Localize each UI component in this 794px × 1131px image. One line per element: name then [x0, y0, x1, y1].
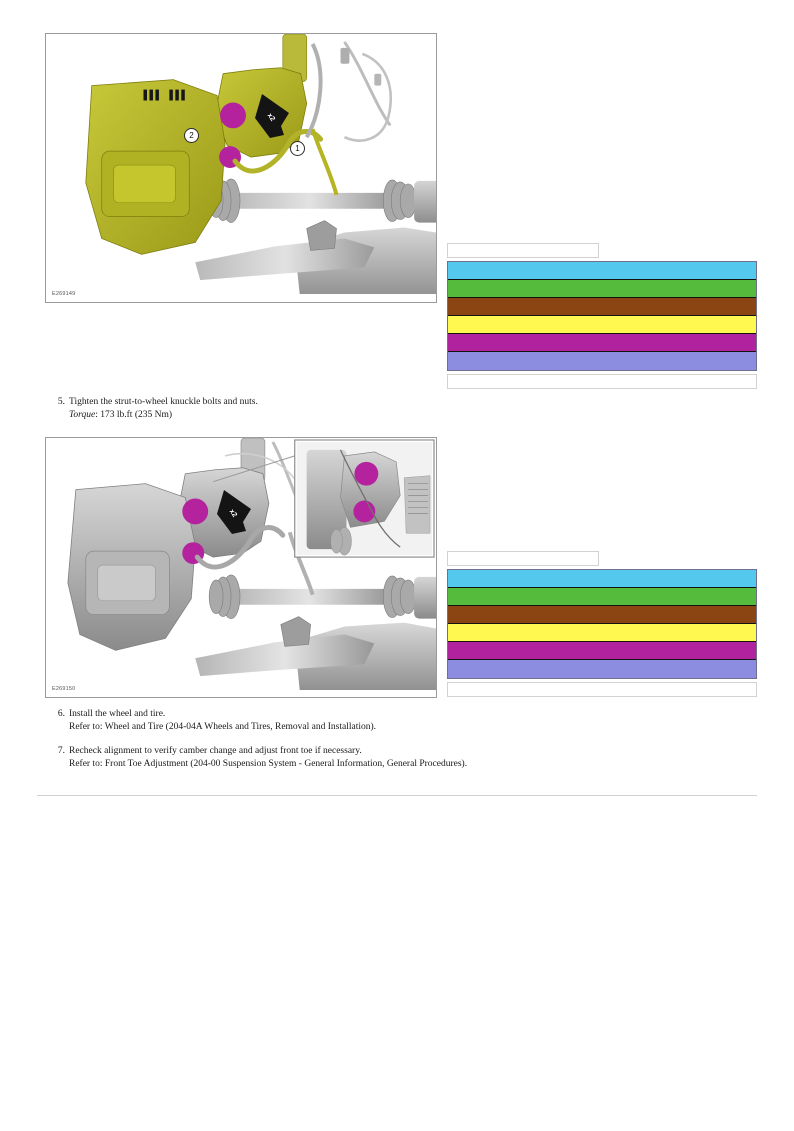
figure-2-inset	[294, 439, 435, 558]
color-key-2-bar-4[interactable]	[448, 624, 756, 642]
figure-1-callout-1: 1	[290, 141, 305, 156]
figure-1-illustration	[46, 34, 436, 302]
color-key-1-bars	[447, 261, 757, 371]
section-divider	[37, 795, 757, 796]
color-key-2-bar-1[interactable]	[448, 570, 756, 588]
figure-1-callout-2: 2	[184, 128, 199, 143]
color-key-2-bottom-field[interactable]	[447, 682, 757, 697]
step-7-number: 7.	[57, 746, 65, 757]
color-key-1-bar-1[interactable]	[448, 262, 756, 280]
step-6-number: 6.	[57, 709, 65, 719]
color-key-1-top-field[interactable]	[447, 243, 599, 258]
step-6-refer: Refer to: Wheel and Tire (204-04A Wheels…	[69, 722, 377, 733]
figure-2-id-label: E269150	[52, 686, 76, 692]
color-key-2-bar-2[interactable]	[448, 588, 756, 606]
color-key-1-bottom-field[interactable]	[447, 374, 757, 389]
color-key-2-top-field[interactable]	[447, 551, 599, 566]
figure-1-id-label: E269149	[52, 291, 76, 297]
step-5: 5. Tighten the strut-to-wheel knuckle bo…	[45, 396, 745, 422]
step-5-text: Tighten the strut-to-wheel knuckle bolts…	[69, 397, 258, 407]
step-6-text: Install the wheel and tire.	[69, 709, 166, 719]
step-5-torque: Torque: 173 lb.ft (235 Nm)	[69, 409, 745, 422]
step-7: 7. Recheck alignment to verify camber ch…	[45, 745, 785, 771]
step-5-torque-value: : 173 lb.ft (235 Nm)	[95, 410, 173, 421]
steps-group-b: 6. Install the wheel and tire. Refer to:…	[45, 708, 785, 780]
step-7-text: Recheck alignment to verify camber chang…	[69, 746, 362, 757]
steps-group-a: 5. Tighten the strut-to-wheel knuckle bo…	[45, 396, 745, 431]
color-key-1-bar-4[interactable]	[448, 316, 756, 334]
step-5-number: 5.	[57, 397, 65, 407]
color-key-block-1	[447, 243, 757, 389]
figure-2-illustration	[46, 438, 436, 697]
color-key-1-bar-2[interactable]	[448, 280, 756, 298]
step-6: 6. Install the wheel and tire. Refer to:…	[45, 708, 785, 734]
color-key-1-bar-5[interactable]	[448, 334, 756, 352]
figure-1: 2 1 x2 E269149	[45, 33, 437, 303]
color-key-block-2	[447, 551, 757, 697]
figure-2: x2 E269150	[45, 437, 437, 698]
color-key-1-bar-6[interactable]	[448, 352, 756, 370]
step-5-torque-label: Torque	[69, 410, 96, 421]
color-key-2-bars	[447, 569, 757, 679]
color-key-2-bar-5[interactable]	[448, 642, 756, 660]
color-key-1-bar-3[interactable]	[448, 298, 756, 316]
color-key-2-bar-6[interactable]	[448, 660, 756, 678]
step-7-refer: Refer to: Front Toe Adjustment (204-00 S…	[69, 759, 468, 770]
color-key-2-bar-3[interactable]	[448, 606, 756, 624]
